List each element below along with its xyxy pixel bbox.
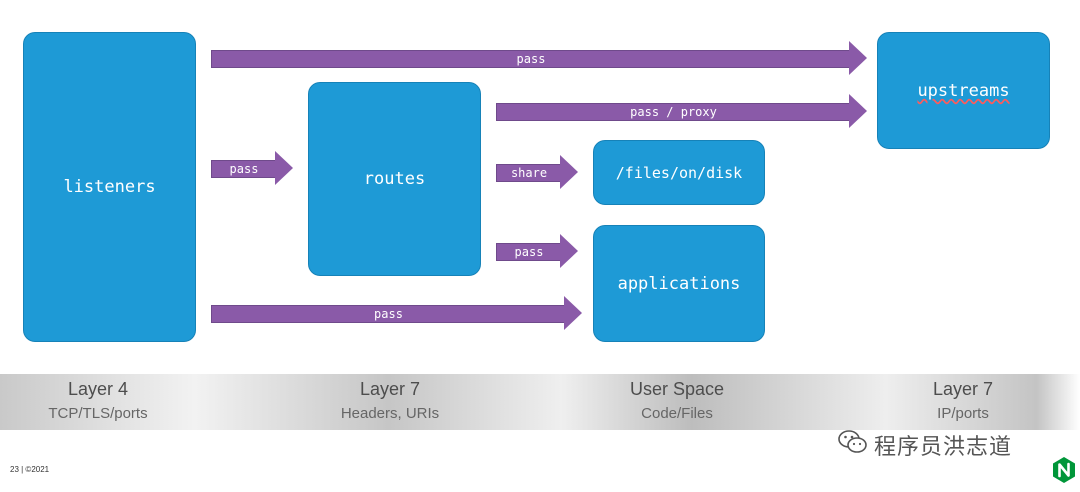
- arrow-head: [849, 41, 867, 75]
- routes-box: routes: [308, 82, 481, 276]
- layer-name: Layer 7: [932, 379, 994, 399]
- upstreams-box: upstreams: [877, 32, 1050, 149]
- arrow-listeners-to-upstreams: pass: [211, 41, 867, 75]
- applications-label: applications: [617, 273, 741, 294]
- layer-column-1: Layer 4 TCP/TLS/ports: [8, 377, 188, 425]
- arrow-label: pass: [374, 307, 403, 321]
- arrow-label: pass: [516, 52, 546, 66]
- arrow-listeners-to-routes: pass: [211, 151, 293, 185]
- files-box: /files/on/disk: [593, 140, 765, 205]
- layer-column-4: Layer 7 IP/ports: [873, 377, 1053, 425]
- slide-footer: 23 | ©2021: [10, 465, 50, 474]
- routes-label: routes: [363, 169, 426, 189]
- arrow-listeners-to-applications: pass: [211, 296, 582, 330]
- arrow-routes-to-applications: pass: [496, 234, 578, 268]
- files-label: /files/on/disk: [615, 163, 743, 182]
- arrow-routes-to-files: share: [496, 155, 578, 189]
- arrow-routes-to-upstreams: pass / proxy: [496, 94, 867, 128]
- layer-name: User Space: [629, 379, 725, 399]
- layer-column-2: Layer 7 Headers, URIs: [300, 377, 480, 425]
- arrow-label: pass: [229, 162, 259, 176]
- arrow-head: [275, 151, 293, 185]
- watermark-text: 程序员洪志道: [874, 434, 1013, 459]
- arrow-label: pass / proxy: [630, 105, 717, 119]
- layer-sub: IP/ports: [937, 405, 989, 422]
- layer-sub: TCP/TLS/ports: [48, 405, 148, 422]
- applications-box: applications: [593, 225, 765, 342]
- listeners-label: listeners: [63, 177, 156, 197]
- watermark: 程序员洪志道: [838, 430, 1012, 460]
- arrow-head: [564, 296, 582, 330]
- layer-sub: Headers, URIs: [340, 405, 440, 422]
- arrow-head: [849, 94, 867, 128]
- arrow-label: pass: [514, 245, 544, 259]
- wechat-icon: [838, 429, 868, 461]
- arrow-head: [560, 155, 578, 189]
- listeners-box: listeners: [23, 32, 196, 342]
- layer-sub: Code/Files: [641, 405, 713, 422]
- layer-band: [0, 374, 1080, 430]
- layer-name: Layer 7: [359, 379, 421, 399]
- arrow-label: share: [510, 166, 548, 180]
- layer-column-3: User Space Code/Files: [587, 377, 767, 425]
- arrow-head: [560, 234, 578, 268]
- upstreams-label: upstreams: [917, 80, 1010, 101]
- nginx-logo: [1052, 456, 1076, 484]
- layer-name: Layer 4: [67, 379, 129, 399]
